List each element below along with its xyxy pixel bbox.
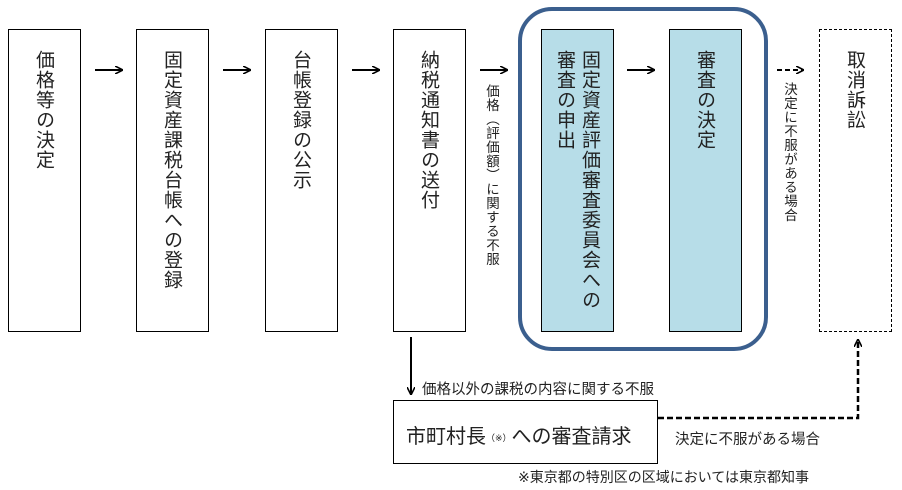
mayor-request-label: 市町村長（※）への審査請求 (406, 420, 632, 449)
mayor-review-request: 市町村長（※）への審査請求 (393, 400, 658, 464)
review-committee-group (518, 7, 768, 351)
step-label: 固定資産課税台帳への登録 (161, 50, 183, 290)
request-text: への審査請求 (511, 424, 632, 448)
arrow-mayor-to-lawsuit (658, 340, 858, 420)
step-public-inspection: 台帳登録の公示 (265, 29, 338, 332)
price-objection-label: 価格（評価額）に関する不服 (483, 84, 499, 266)
note-mark: （※） (486, 434, 512, 444)
mayor-text: 市町村長 (406, 424, 486, 448)
footnote: ※東京都の特別区の区域においては東京都知事 (518, 470, 810, 486)
step-price-decision: 価格等の決定 (8, 29, 81, 332)
step-label: 納税通知書の送付 (418, 50, 440, 210)
step-label: 取消訴訟 (844, 50, 866, 130)
step-lawsuit: 取消訴訟 (819, 29, 892, 332)
step-register: 固定資産課税台帳への登録 (136, 29, 209, 332)
non-price-objection-label: 価格以外の課税の内容に関する不服 (422, 382, 654, 398)
step-review-appeal: 固定資産評価審査委員会への 審査の申出 (541, 29, 614, 332)
step-review-decision: 審査の決定 (669, 29, 742, 332)
dissatisfied-decision-horizontal-label: 決定に不服がある場合 (675, 432, 820, 448)
dissatisfied-decision-label: 決定に不服がある場合 (781, 82, 797, 222)
appeal-label-col2: 審査の申出 (554, 50, 576, 150)
step-tax-notice: 納税通知書の送付 (393, 29, 466, 332)
step-label: 審査の決定 (694, 50, 716, 150)
appeal-label-col1: 固定資産評価審査委員会への (579, 50, 601, 310)
step-label: 台帳登録の公示 (290, 50, 312, 190)
step-label: 価格等の決定 (33, 50, 55, 170)
